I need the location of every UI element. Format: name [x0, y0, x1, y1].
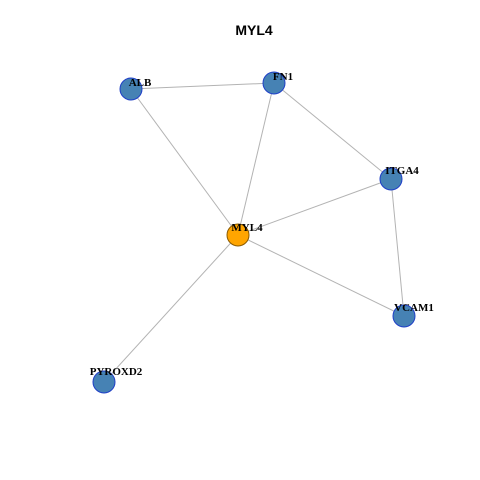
edge-myl4-vcam1	[237, 234, 405, 317]
node-vcam1: VCAM1	[392, 302, 434, 328]
node-myl4: MYL4	[226, 222, 263, 247]
edge-fn1-itga4	[273, 82, 392, 180]
node-pyroxd2: PYROXD2	[90, 366, 143, 394]
node-circle-fn1	[262, 71, 286, 95]
node-label-pyroxd2: PYROXD2	[90, 366, 143, 378]
node-label-alb: ALB	[129, 77, 152, 89]
node-circle-vcam1	[392, 304, 416, 328]
node-label-fn1: FN1	[273, 71, 293, 83]
graph-title: MYL4	[235, 22, 273, 38]
edge-itga4-myl4	[237, 178, 392, 236]
node-fn1: FN1	[262, 71, 293, 95]
edge-myl4-pyroxd2	[103, 234, 239, 383]
node-circle-itga4	[379, 167, 403, 191]
node-label-myl4: MYL4	[231, 222, 263, 234]
edge-itga4-vcam1	[390, 178, 405, 317]
node-circle-myl4	[226, 223, 250, 247]
node-circle-alb	[119, 77, 143, 101]
node-label-itga4: ITGA4	[385, 165, 419, 177]
edge-alb-myl4	[130, 88, 239, 236]
edge-alb-fn1	[130, 82, 275, 90]
edge-fn1-myl4	[237, 82, 275, 236]
node-circle-pyroxd2	[92, 370, 116, 394]
node-alb: ALB	[119, 77, 152, 101]
node-label-vcam1: VCAM1	[394, 302, 434, 314]
node-itga4: ITGA4	[379, 165, 419, 191]
edges-layer	[103, 82, 405, 383]
